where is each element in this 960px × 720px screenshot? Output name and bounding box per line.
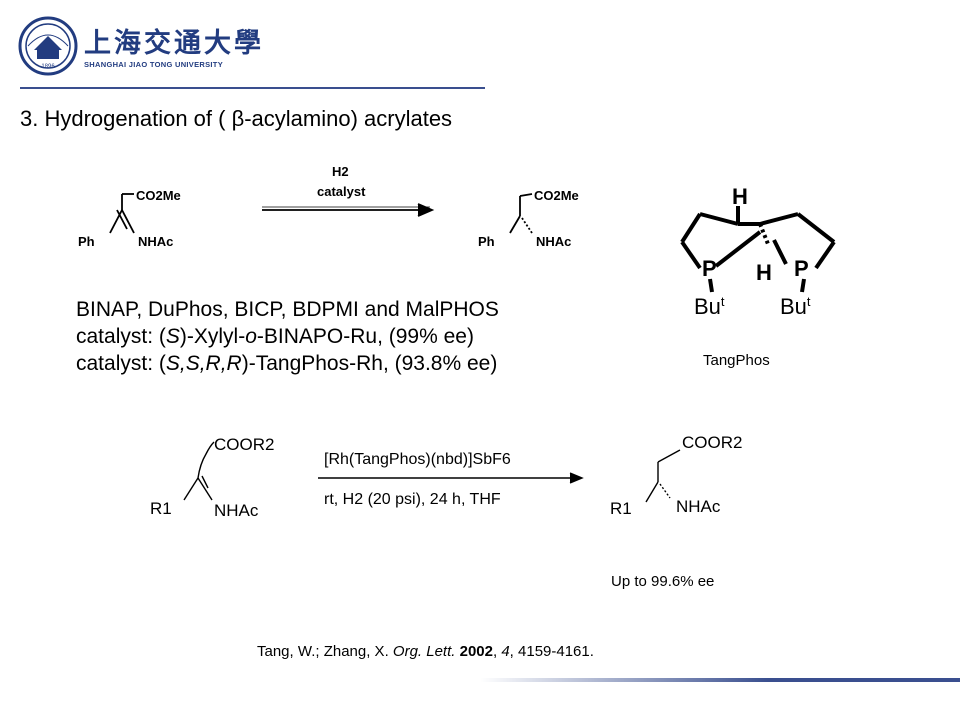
tangphos-label: TangPhos: [703, 352, 770, 369]
catalyst-line-1: BINAP, DuPhos, BICP, BDPMI and MalPHOS: [76, 298, 499, 321]
scheme2-reactant-amide: NHAc: [214, 501, 259, 520]
citation: Tang, W.; Zhang, X. Org. Lett. 2002, 4, …: [257, 643, 594, 660]
university-seal-logo: 1896: [18, 16, 78, 76]
product-ph-label: Ph: [478, 234, 495, 249]
reactant-ester-label: CO2Me: [136, 188, 181, 203]
hydrogenation-scheme-2: COOR2 R1 NHAc [Rh(TangPhos)(nbd)]SbF6 rt…: [150, 433, 742, 520]
product-ester-label: CO2Me: [534, 188, 579, 203]
hydrogenation-scheme-1: CO2Me Ph NHAc H2 catalyst CO2Me Ph NHAc: [78, 164, 579, 249]
reactant-ph-label: Ph: [78, 234, 95, 249]
scheme2-reactant-ester: COOR2: [214, 435, 274, 454]
footer-divider: [480, 678, 960, 682]
tangphos-h-top: H: [732, 184, 748, 209]
university-name-zh: 上海交通大學: [84, 28, 264, 59]
scheme2-product-amide: NHAc: [676, 497, 721, 516]
scheme2-arrow-conditions: rt, H2 (20 psi), 24 h, THF: [324, 491, 501, 508]
reactant-amide-label: NHAc: [138, 234, 173, 249]
tangphos-bu-left: But: [694, 294, 725, 319]
seal-year: 1896: [41, 64, 55, 70]
scheme2-product-ester: COOR2: [682, 433, 742, 452]
product-amide-label: NHAc: [536, 234, 571, 249]
tangphos-p-right: P: [794, 256, 809, 281]
university-name-en: SHANGHAI JIAO TONG UNIVERSITY: [84, 60, 223, 69]
scheme2-product-r1: R1: [610, 499, 632, 518]
header-divider: [20, 87, 485, 89]
scheme2-reactant-r1: R1: [150, 499, 172, 518]
tangphos-h-bottom: H: [756, 260, 772, 285]
ee-label: Up to 99.6% ee: [611, 573, 715, 590]
tangphos-structure: H H P P But But: [680, 184, 836, 319]
arrow-catalyst-label: catalyst: [317, 184, 366, 199]
catalyst-list: BINAP, DuPhos, BICP, BDPMI and MalPHOS c…: [76, 296, 499, 377]
tangphos-p-left: P: [702, 256, 717, 281]
slide-title: 3. Hydrogenation of ( β-acylamino) acryl…: [20, 106, 453, 131]
arrow-reagent-label: H2: [332, 164, 349, 179]
tangphos-bu-right: But: [780, 294, 811, 319]
catalyst-line-2: catalyst: (S)-Xylyl-o-BINAPO-Ru, (99% ee…: [76, 325, 474, 348]
scheme2-arrow-catalyst: [Rh(TangPhos)(nbd)]SbF6: [324, 451, 511, 468]
catalyst-line-3: catalyst: (S,S,R,R)-TangPhos-Rh, (93.8% …: [76, 352, 498, 375]
